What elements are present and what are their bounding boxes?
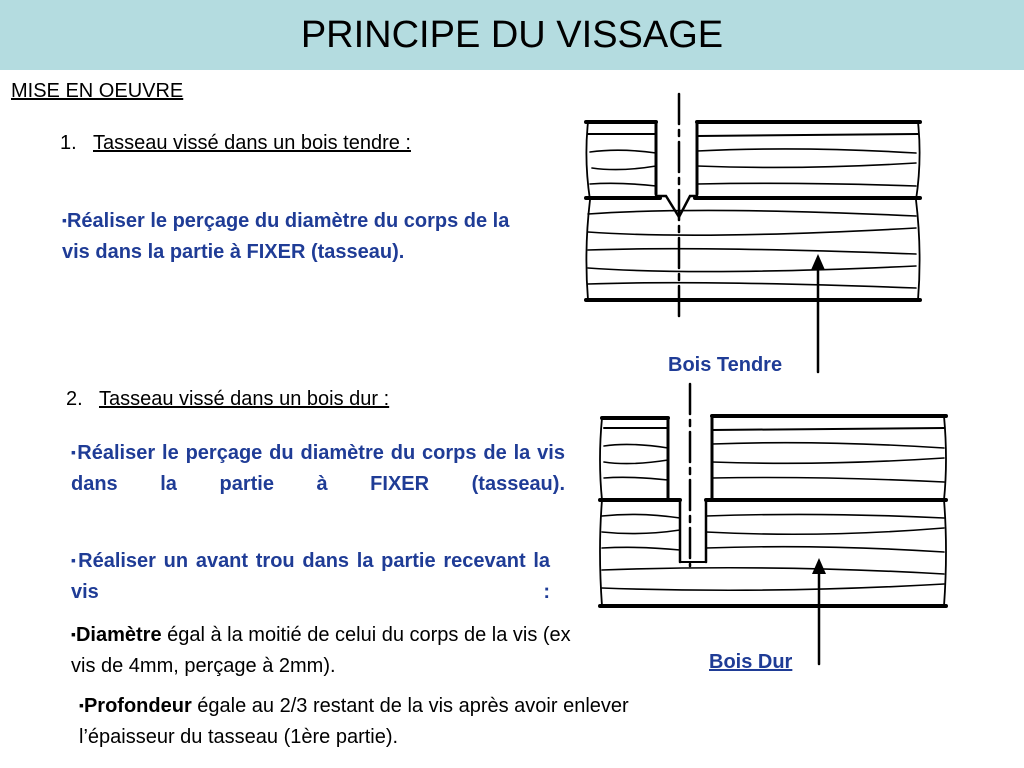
bullet-icon: ▪ <box>79 697 84 713</box>
support-hard <box>598 415 948 608</box>
arrow-head-icon <box>812 558 826 574</box>
bullet-bold-term: Profondeur <box>83 695 192 717</box>
bullet-bold-term: Diamètre <box>75 624 162 646</box>
tasseau-hard <box>600 414 948 500</box>
arrow-head-icon <box>811 254 825 270</box>
caption-hard-wood: Bois Dur <box>709 651 793 673</box>
bullet-diameter: ▪Diamètre égal à la moitié de celui du c… <box>71 619 576 682</box>
bullet-depth: ▪Profondeur égale au 2/3 restant de la v… <box>79 690 654 753</box>
bullet-icon: ▪ <box>71 444 78 460</box>
section-heading: MISE EN OEUVRE <box>11 80 184 102</box>
bullet-hard-drill: ▪Réaliser le perçage du diamètre du corp… <box>71 437 565 500</box>
bullet-text: Réaliser un avant trou dans la partie re… <box>71 550 550 603</box>
bullet-text: égal à la moitié de celui du corps de la… <box>71 624 571 677</box>
bullet-text: Réaliser le perçage du diamètre du corps… <box>62 210 510 263</box>
title-bar: PRINCIPE DU VISSAGE <box>0 0 1024 70</box>
item-label: Tasseau vissé dans un bois tendre : <box>93 132 411 154</box>
diagram-soft-wood <box>584 92 922 374</box>
list-item-2: 2. Tasseau vissé dans un bois dur : <box>66 388 389 411</box>
diagram-hard-wood <box>598 382 948 666</box>
bullet-icon: ▪ <box>71 626 76 642</box>
list-item-1: 1. Tasseau vissé dans un bois tendre : <box>60 132 411 155</box>
bullet-text: Réaliser le perçage du diamètre du corps… <box>71 442 565 495</box>
bullet-soft-drill: ▪Réaliser le perçage du diamètre du corp… <box>62 205 532 268</box>
tasseau-soft <box>584 120 922 220</box>
item-number: 1. <box>60 132 77 154</box>
bullet-text: égale au 2/3 restant de la vis après avo… <box>79 695 629 748</box>
item-label: Tasseau vissé dans un bois dur : <box>99 388 390 410</box>
support-soft <box>584 121 922 302</box>
bullet-icon: ▪ <box>62 212 67 228</box>
bullet-icon: ▪ <box>71 552 79 568</box>
page-title: PRINCIPE DU VISSAGE <box>300 14 724 56</box>
bullet-pilot-hole: ▪Réaliser un avant trou dans la partie r… <box>71 545 550 608</box>
item-number: 2. <box>66 388 83 410</box>
caption-soft-wood: Bois Tendre <box>668 354 783 376</box>
